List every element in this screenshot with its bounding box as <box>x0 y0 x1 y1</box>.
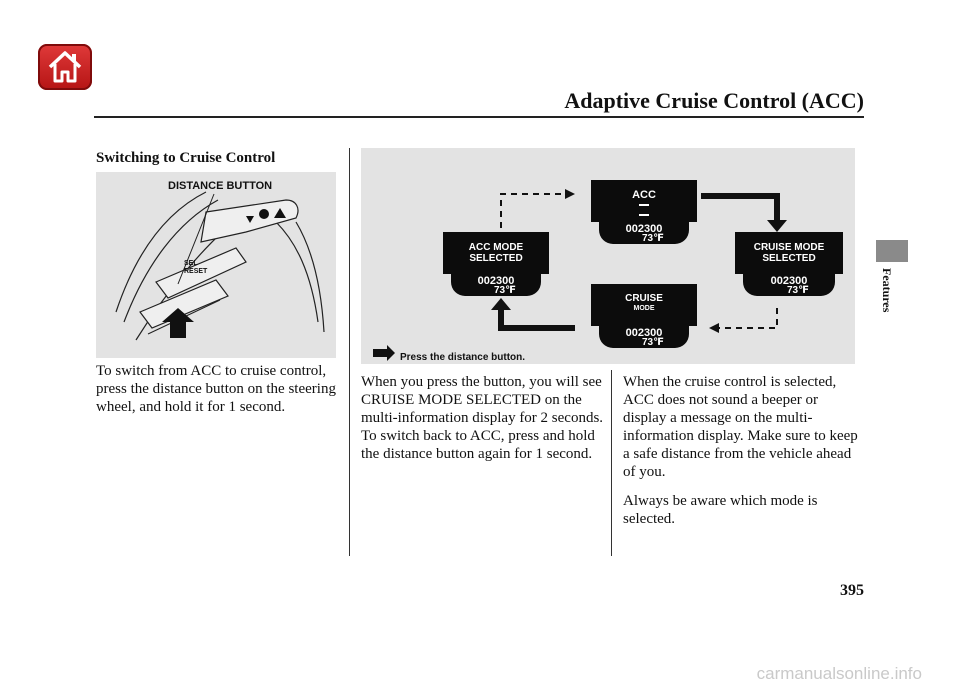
header-divider <box>94 116 864 118</box>
cruise-panel-subtitle: MODE <box>633 305 655 312</box>
home-icon[interactable] <box>38 44 92 90</box>
diagram-arrows <box>373 189 787 361</box>
vehicle-distance-icon <box>639 204 649 216</box>
steering-wheel-drawing <box>115 191 325 341</box>
cruise-odometer: 002300 <box>625 327 663 339</box>
acc-mode-selected-panel: ACC MODE SELECTED 002300 73℉ <box>443 232 549 298</box>
left-paragraph: To switch from ACC to cruise control, pr… <box>96 363 336 415</box>
cruise-temperature: 73℉ <box>642 337 664 348</box>
acc-mode-odometer: 002300 <box>477 275 515 287</box>
cruise-mode-selected-panel: CRUISE MODE SELECTED 002300 73℉ <box>735 232 843 298</box>
page-number: 395 <box>840 582 864 599</box>
reset-label: RESET <box>184 268 208 275</box>
cruise-mode-odometer: 002300 <box>770 275 808 287</box>
house-icon <box>48 51 82 83</box>
cruise-mode-line1: CRUISE MODE <box>753 242 825 253</box>
right-paragraph-2: Always be aware which mode is selected. <box>623 493 818 527</box>
cruise-mode-line2: SELECTED <box>762 253 816 264</box>
column-divider-right <box>611 370 612 556</box>
section-tab-label: Features <box>880 268 894 313</box>
steering-wheel-illustration: DISTANCE BUTTON SEL RESET <box>96 172 336 358</box>
acc-mode-temperature: 73℉ <box>494 285 516 296</box>
watermark: carmanualsonline.info <box>756 664 922 683</box>
cruise-display-panel: CRUISE MODE 002300 73℉ <box>591 284 697 350</box>
acc-mode-line2: SELECTED <box>469 253 523 264</box>
cruise-mode-temperature: 73℉ <box>787 285 809 296</box>
middle-paragraph: When you press the button, you will see … <box>361 374 604 462</box>
sel-reset-label: SEL RESET <box>184 260 207 276</box>
right-paragraph-1: When the cruise control is selected, ACC… <box>623 374 858 480</box>
section-tab[interactable]: Features <box>868 268 916 312</box>
distance-button-label: DISTANCE BUTTON <box>168 180 273 192</box>
acc-temperature: 73℉ <box>642 233 664 244</box>
section-heading: Switching to Cruise Control <box>96 150 276 166</box>
column-divider-left <box>349 148 350 556</box>
mode-display-diagram: ACC 002300 73℉ ACC MODE SELECTED 002300 … <box>361 148 855 364</box>
acc-panel-title: ACC <box>632 189 656 201</box>
acc-display-panel: ACC 002300 73℉ <box>591 180 697 246</box>
figure-caption: Press the distance button. <box>400 352 526 363</box>
sel-label: SEL <box>184 260 198 267</box>
page-title: Adaptive Cruise Control (ACC) <box>564 88 864 113</box>
section-tab-marker <box>876 240 908 262</box>
cruise-panel-title: CRUISE <box>625 293 663 304</box>
acc-mode-line1: ACC MODE <box>468 242 524 253</box>
acc-odometer: 002300 <box>625 223 663 235</box>
